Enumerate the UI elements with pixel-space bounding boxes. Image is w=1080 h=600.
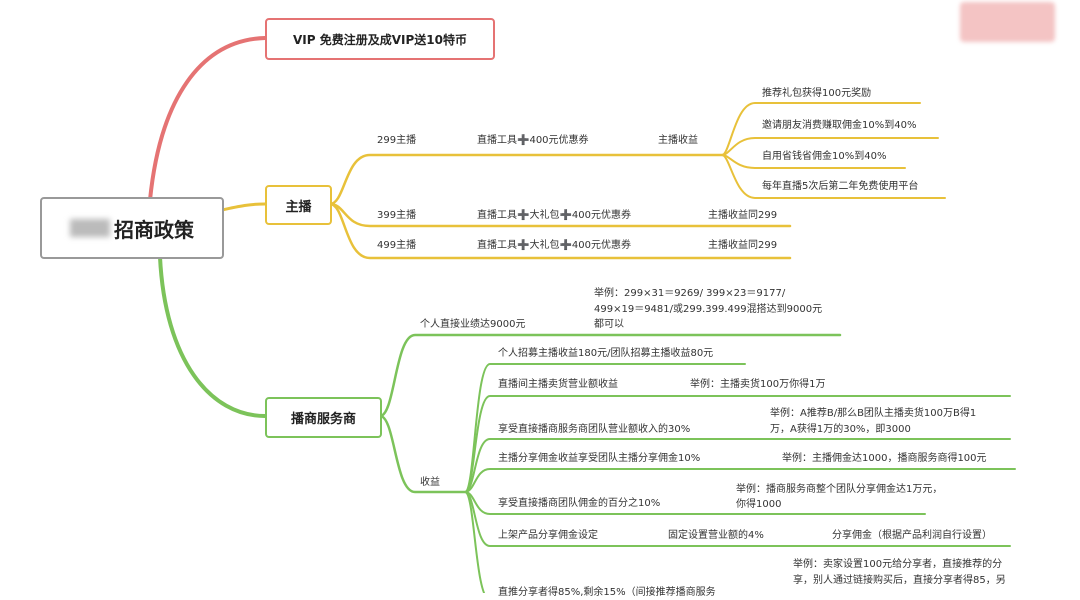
vip-label: VIP 免费注册及成VIP送10特币 [293,32,467,47]
provider-item-example: 万，A获得1万的30%，即3000 [770,424,911,435]
provider-item-example: 分享佣金（根据产品利润自行设置） [832,530,992,541]
tier-income: 主播收益 [658,135,698,146]
provider-item: 上架产品分享佣金设定 [498,530,598,541]
provider-item-example: 举例：A推荐B/那么B团队主播卖货100万B得1 [770,408,977,419]
tier-package: 直播工具➕大礼包➕400元优惠券 [477,240,631,251]
tier-package: 直播工具➕大礼包➕400元优惠券 [477,210,631,221]
provider-item-example: 你得1000 [736,499,782,510]
provider-item-example: 举例：主播卖货100万你得1万 [690,379,826,390]
provider-item: 直推分享者得85%,剩余15%（间接推荐播商服务 [498,587,716,598]
income-item: 推荐礼包获得100元奖励 [762,88,872,99]
income-label: 收益 [420,477,440,488]
tier-package: 直播工具➕400元优惠券 [477,135,589,146]
provider-item-example: 举例：主播佣金达1000，播商服务商得100元 [782,453,987,464]
provider-label: 播商服务商 [290,412,356,427]
income-item: 每年直播5次后第二年免费使用平台 [762,181,919,192]
provider-item: 个人招募主播收益180元/团队招募主播收益80元 [498,348,714,359]
provider-item: 享受直接播商服务商团队营业额收入的30% [498,424,691,435]
condition-example-line: 举例：299×31＝9269/ 399×23＝9177/ [594,288,786,299]
provider-item: 主播分享佣金收益享受团队主播分享佣金10% [498,453,701,464]
provider-item-example: 举例：卖家设置100元给分享者，直接推荐的分 [793,559,1003,570]
provider-item: 享受直接播商团队佣金的百分之10% [498,498,661,509]
tier-income: 主播收益同299 [708,210,778,221]
provider-item-mid: 固定设置营业额的4% [668,530,764,541]
tier-income: 主播收益同299 [708,240,778,251]
blurred-watermark [960,2,1055,42]
provider-condition: 个人直接业绩达9000元 [420,319,526,330]
tier-name: 499主播 [377,240,417,251]
condition-example-line: 499×19＝9481/或299.399.499混搭达到9000元 [594,304,823,315]
anchor-node[interactable]: 主播 [265,185,332,225]
blurred-brand [70,219,110,237]
income-item: 自用省钱省佣金10%到40% [762,151,887,162]
vip-node[interactable]: VIP 免费注册及成VIP送10特币 [265,18,495,60]
root-node[interactable]: 招商政策 [40,197,224,259]
income-item: 邀请朋友消费赚取佣金10%到40% [762,120,917,131]
provider-item-example: 享，别人通过链接购买后，直接分享者得85，另 [793,575,1006,586]
root-title: 招商政策 [114,217,194,242]
provider-item-example: 举例：播商服务商整个团队分享佣金达1万元， [736,484,943,495]
provider-node[interactable]: 播商服务商 [265,397,382,438]
provider-item: 直播间主播卖货营业额收益 [498,379,618,390]
condition-example-line: 都可以 [594,319,624,330]
tier-name: 299主播 [377,135,417,146]
tier-name: 399主播 [377,210,417,221]
anchor-label: 主播 [285,199,312,215]
